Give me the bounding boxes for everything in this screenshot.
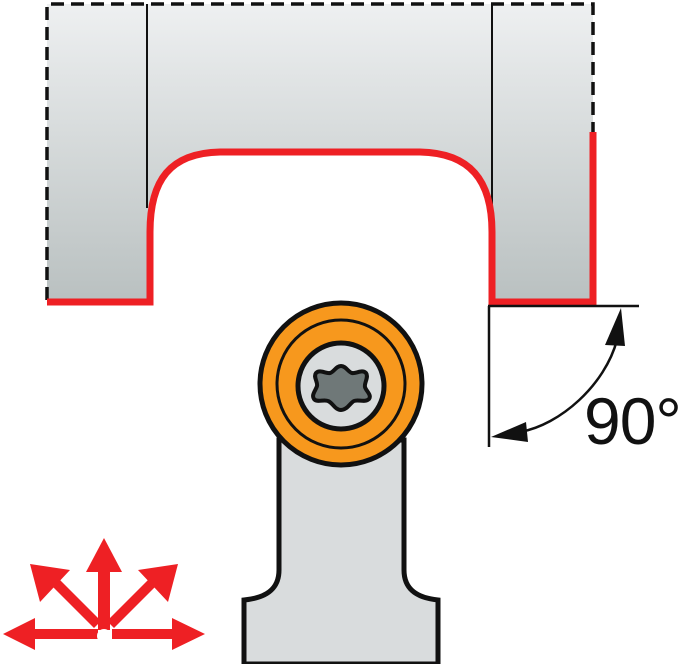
multi-direction-arrows-icon	[3, 538, 205, 650]
workpiece-dashed-outline	[45, 2, 595, 300]
round-insert	[257, 300, 425, 468]
insert-ring	[275, 318, 407, 450]
shank-body	[241, 437, 441, 664]
arrowhead-up-icon	[605, 308, 625, 346]
machined-profile	[47, 132, 597, 306]
angle-dimension	[487, 304, 639, 447]
dimension-arc	[519, 339, 619, 434]
torx-icon	[311, 363, 372, 413]
angle-label: 90°	[584, 384, 682, 458]
tool-shank	[241, 437, 441, 664]
arrowhead-left-icon	[491, 422, 528, 442]
workpiece-fill	[47, 4, 593, 302]
workpiece	[45, 2, 597, 306]
